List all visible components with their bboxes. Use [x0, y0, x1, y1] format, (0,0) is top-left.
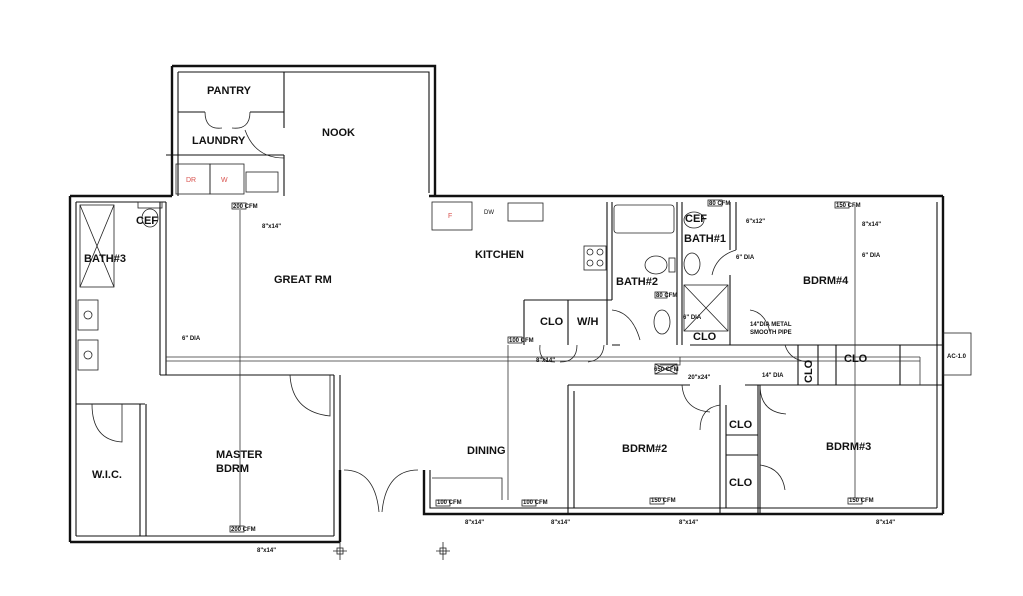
label-dining2-size: 8"x14" [551, 520, 570, 526]
label-bdrm2: BDRM#2 [622, 443, 667, 455]
label-wic: W.I.C. [92, 469, 122, 481]
exterior-walls [68, 64, 945, 544]
appliance-labels: DR W F DW CEF CEF [136, 177, 707, 227]
label-trunk-dia: 14" DIA [762, 373, 784, 379]
label-clo-hall-right: CLO [844, 353, 868, 365]
label-bath1: BATH#1 [684, 233, 726, 245]
label-clo-bdrm2-lower: CLO [729, 477, 753, 489]
fixtures [77, 201, 729, 371]
label-clo-kitchen: CLO [540, 316, 564, 328]
grid-markers [333, 542, 450, 560]
label-fan-bath3: CEF [136, 215, 158, 227]
label-bdrm4-dia: 6" DIA [862, 253, 881, 259]
label-master-line2: BDRM [216, 463, 249, 475]
label-bdrm4-cfm: 150 CFM [836, 203, 861, 209]
label-bdrm3-cfm: 150 CFM [849, 498, 874, 504]
label-bath2: BATH#2 [616, 276, 658, 288]
label-trunk-line2: SMOOTH PIPE [750, 330, 792, 336]
label-bath2-cfm: 80 CFM [656, 293, 677, 299]
label-clo-hall: CLO [693, 331, 717, 343]
label-bath3: BATH#3 [84, 253, 126, 265]
label-nook: NOOK [322, 127, 355, 139]
label-bdrm4: BDRM#4 [803, 275, 849, 287]
label-hall-size: 8"x14" [536, 358, 555, 364]
label-bath1-dia: 6" DIA [736, 255, 755, 261]
label-trunk-line1: 14"DIA METAL [750, 322, 792, 328]
label-master-size: 8"x14" [257, 548, 276, 554]
label-return-cfm: 650 CFM [654, 367, 679, 373]
label-hall-cfm: 100 CFM [509, 338, 534, 344]
label-dining1-cfm: 100 CFM [437, 500, 462, 506]
label-washer: W [221, 177, 228, 184]
label-bath1-cfm: 80 CFM [709, 201, 730, 207]
label-bath1-size: 6"x12" [746, 219, 765, 225]
label-wh: W/H [577, 316, 598, 328]
label-fridge: F [448, 213, 452, 220]
label-bdrm2-size: 8"x14" [679, 520, 698, 526]
label-great-rm-cfm: 200 CFM [233, 204, 258, 210]
hvac-ducts [166, 205, 921, 528]
label-master-line1: MASTER [216, 449, 263, 461]
label-great-rm-size: 8"x14" [262, 224, 281, 230]
label-clo-vertical: CLO [803, 359, 815, 383]
label-dryer: DR [186, 177, 196, 184]
label-fan-bath1: CEF [685, 213, 707, 225]
label-dining2-cfm: 100 CFM [523, 500, 548, 506]
doors [91, 111, 813, 513]
label-dining: DINING [467, 445, 506, 457]
room-labels: PANTRY LAUNDRY NOOK BATH#3 GREAT RM KITC… [84, 85, 871, 489]
hvac-labels: 200 CFM 8"x14" 80 CFM 6"x12" 6" DIA 150 … [182, 201, 967, 554]
label-bdrm3: BDRM#3 [826, 441, 871, 453]
label-pantry: PANTRY [207, 85, 252, 97]
label-great-rm: GREAT RM [274, 274, 332, 286]
label-bdrm2-cfm: 150 CFM [651, 498, 676, 504]
label-laundry: LAUNDRY [192, 135, 246, 147]
label-dining1-size: 8"x14" [465, 520, 484, 526]
interior-walls [76, 72, 944, 536]
label-kitchen: KITCHEN [475, 249, 524, 261]
label-master-cfm: 200 CFM [231, 527, 256, 533]
label-ac-unit: AC-1.0 [947, 354, 967, 360]
label-bdrm4-size: 8"x14" [862, 222, 881, 228]
label-bath3-dia: 6" DIA [182, 336, 201, 342]
registers [229, 199, 972, 533]
label-bath2-dia: 6" DIA [683, 315, 702, 321]
label-clo-bdrm2-upper: CLO [729, 419, 753, 431]
label-bdrm3-size: 8"x14" [876, 520, 895, 526]
label-dishwasher: DW [484, 210, 494, 216]
label-return-size: 20"x24" [688, 375, 711, 381]
